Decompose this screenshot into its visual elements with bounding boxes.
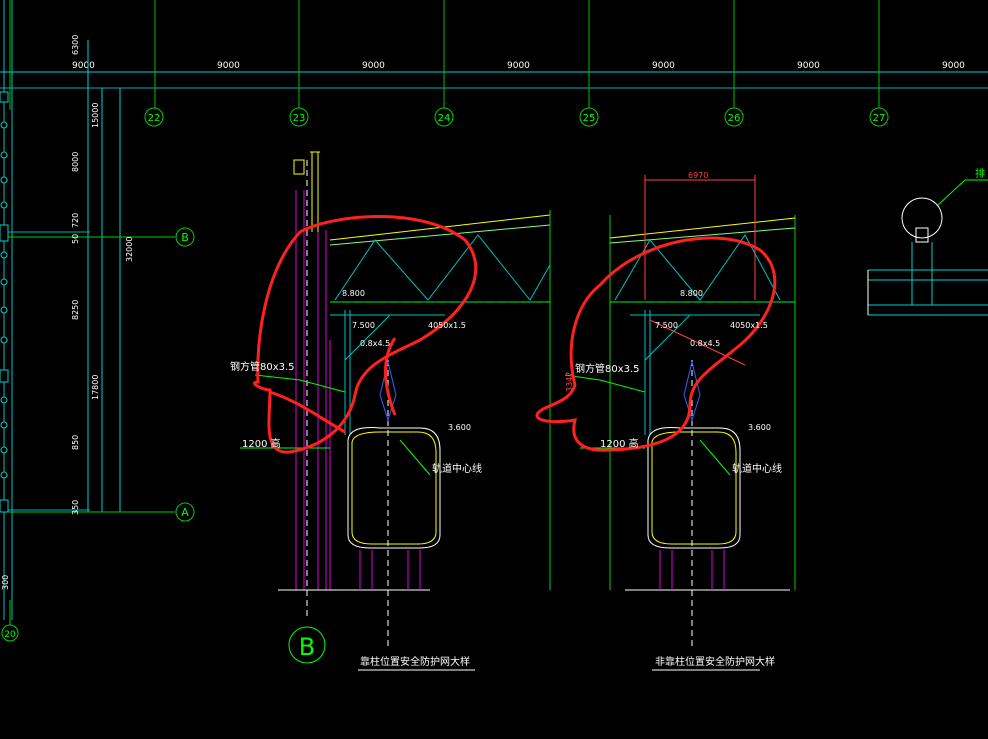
- svg-text:8250: 8250: [71, 300, 80, 320]
- right-track-label: 轨道中心线: [732, 462, 782, 475]
- detail-circle: [288, 626, 326, 664]
- left-track-label: 轨道中心线: [432, 462, 482, 475]
- svg-text:0.8x4.5: 0.8x4.5: [690, 339, 720, 348]
- axis-25: 25: [583, 113, 596, 124]
- svg-text:8000: 8000: [71, 152, 80, 172]
- right-rail-label: 1200 高: [600, 437, 639, 450]
- total-dimension: 32000: [125, 237, 134, 262]
- dim-9000-5: 9000: [652, 61, 675, 71]
- dim-9000-4: 9000: [507, 61, 530, 71]
- axis-22: 22: [148, 113, 161, 124]
- right-detail-texts: 6970 3347 8.800 7.500 4050x1.5 0.8x4.5 3…: [565, 171, 782, 668]
- svg-text:350: 350: [71, 500, 80, 515]
- edge-label: 排: [975, 167, 985, 180]
- row-axis-bubbles: [1, 227, 195, 642]
- svg-text:15000: 15000: [91, 103, 100, 128]
- svg-text:3.600: 3.600: [448, 423, 471, 432]
- row-axis-labels: B A 20: [4, 231, 189, 640]
- left-structure-lines: [0, 0, 175, 625]
- axis-24: 24: [438, 113, 451, 124]
- svg-text:4050x1.5: 4050x1.5: [428, 321, 466, 330]
- left-tube-label: 钢方管80x3.5: [230, 360, 295, 373]
- left-edge-markers: [0, 91, 9, 513]
- left-rail-label: 1200 高: [242, 437, 281, 450]
- axis-A: A: [181, 506, 189, 519]
- top-dimension-band: [0, 71, 988, 89]
- grid-axis-bubbles: [144, 107, 889, 127]
- svg-text:4050x1.5: 4050x1.5: [730, 321, 768, 330]
- svg-text:7.500: 7.500: [352, 321, 375, 330]
- dim-9000-3: 9000: [362, 61, 385, 71]
- right-vert-dim: 3347: [565, 372, 574, 392]
- axis-27: 27: [873, 113, 886, 124]
- svg-text:17800: 17800: [91, 375, 100, 400]
- grid-vertical-lines: [9, 0, 880, 110]
- svg-text:300: 300: [1, 575, 10, 590]
- svg-text:850: 850: [71, 435, 80, 450]
- edge-detail: [867, 179, 988, 316]
- svg-text:720: 720: [71, 213, 80, 228]
- top-dimension-texts: 9000 9000 9000 9000 9000 9000 9000: [72, 61, 965, 71]
- right-tube-label: 钢方管80x3.5: [575, 362, 640, 375]
- axis-26: 26: [728, 113, 741, 124]
- left-detail-caption: 靠柱位置安全防护网大样: [360, 655, 470, 668]
- axis-B: B: [181, 231, 189, 244]
- dim-9000-1: 9000: [72, 61, 95, 71]
- svg-text:7.500: 7.500: [655, 321, 678, 330]
- svg-text:8.800: 8.800: [342, 289, 365, 298]
- dim-9000-6: 9000: [797, 61, 820, 71]
- right-detail: [535, 175, 796, 650]
- left-dimension-texts: 6300 15000 8000 720 50 8250 17800 850 35…: [1, 35, 134, 590]
- right-detail-caption: 非靠柱位置安全防护网大样: [655, 655, 775, 668]
- svg-text:50: 50: [71, 234, 80, 244]
- detail-circle-label: B: [299, 633, 315, 661]
- right-top-dim: 6970: [688, 171, 708, 180]
- left-detail-texts: 8.800 7.500 4050x1.5 0.8x4.5 3.600 钢方管80…: [230, 289, 482, 668]
- left-detail: [240, 151, 551, 650]
- svg-text:8.800: 8.800: [680, 289, 703, 298]
- axis-20: 20: [4, 630, 16, 640]
- axis-23: 23: [293, 113, 306, 124]
- grid-axis-labels: 22 23 24 25 26 27: [148, 113, 886, 124]
- svg-text:6300: 6300: [71, 35, 80, 55]
- dim-9000-7: 9000: [942, 61, 965, 71]
- svg-text:3.600: 3.600: [748, 423, 771, 432]
- svg-text:0.8x4.5: 0.8x4.5: [360, 339, 390, 348]
- dim-9000-2: 9000: [217, 61, 240, 71]
